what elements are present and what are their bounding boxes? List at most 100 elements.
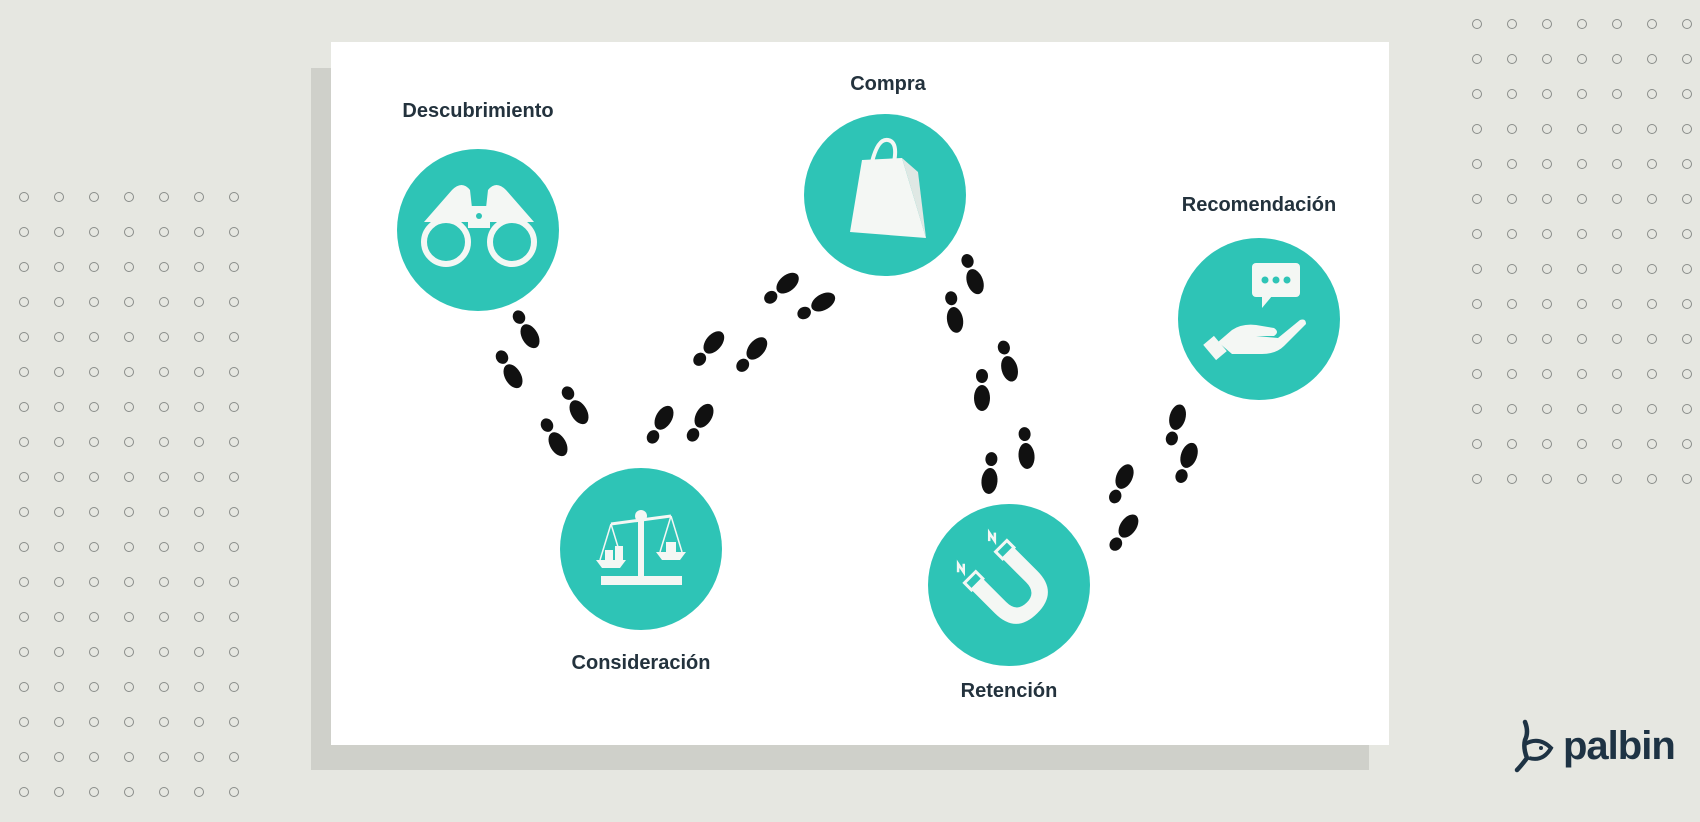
decorative-dot [1647, 369, 1657, 379]
decorative-dot [19, 612, 29, 622]
decorative-dot [54, 752, 64, 762]
decorative-dot [159, 437, 169, 447]
decorative-dot [1542, 194, 1552, 204]
decorative-dot [159, 192, 169, 202]
decorative-dot [1577, 54, 1587, 64]
decorative-dot [159, 647, 169, 657]
decorative-dot [159, 752, 169, 762]
decorative-dot [1507, 369, 1517, 379]
decorative-dot [194, 402, 204, 412]
decorative-dot [194, 787, 204, 797]
footprint-icon [1109, 514, 1139, 551]
decorative-dot [229, 297, 239, 307]
decorative-dot [89, 717, 99, 727]
decorative-dot [1472, 299, 1482, 309]
footprint-icon [540, 418, 568, 457]
decorative-dot [159, 787, 169, 797]
stage-compra [804, 114, 966, 276]
decorative-dot [1507, 299, 1517, 309]
decorative-dot [1507, 474, 1517, 484]
decorative-dot [1682, 369, 1692, 379]
decorative-dot [229, 542, 239, 552]
decorative-dot [1577, 439, 1587, 449]
decorative-dot [229, 227, 239, 237]
footprint-icon [1175, 442, 1198, 483]
decorative-dot [194, 682, 204, 692]
footprint-icon [997, 340, 1018, 382]
decorative-dot [19, 682, 29, 692]
decorative-dot [1542, 334, 1552, 344]
decorative-dot [89, 262, 99, 272]
decorative-dot [54, 717, 64, 727]
footprint-icon [961, 254, 984, 295]
decorative-dot [194, 752, 204, 762]
decorative-dot [159, 717, 169, 727]
decorative-dot [1507, 264, 1517, 274]
decorative-dot [1647, 19, 1657, 29]
decorative-dot [1612, 159, 1622, 169]
balance-scale-icon [596, 510, 686, 585]
decorative-dot [1682, 439, 1692, 449]
decorative-dot [229, 577, 239, 587]
decorative-dot [1472, 369, 1482, 379]
decorative-dot [1577, 159, 1587, 169]
decorative-dot [1682, 474, 1692, 484]
decorative-dot [124, 542, 134, 552]
decorative-dot [124, 192, 134, 202]
footprint-icon [945, 291, 964, 333]
decorative-dot [1612, 89, 1622, 99]
footprint-icon [981, 452, 998, 494]
decorative-dot [159, 367, 169, 377]
footprint-icon [764, 272, 799, 304]
decorative-dot [1612, 299, 1622, 309]
decorative-dot [159, 297, 169, 307]
decorative-dot [89, 577, 99, 587]
decorative-dot [89, 192, 99, 202]
stage-label-compra: Compra [850, 73, 926, 95]
decorative-dot [124, 297, 134, 307]
decorative-dot [1542, 299, 1552, 309]
decorative-dot [1577, 19, 1587, 29]
decorative-dot [19, 577, 29, 587]
decorative-dot [1647, 194, 1657, 204]
decorative-dot [54, 787, 64, 797]
decorative-dot [1612, 264, 1622, 274]
decorative-dot [1612, 194, 1622, 204]
decorative-dot [1577, 334, 1587, 344]
decorative-dot [1682, 229, 1692, 239]
decorative-dot [1507, 89, 1517, 99]
decorative-dot [1542, 439, 1552, 449]
decorative-dot [159, 542, 169, 552]
magnet-icon [956, 528, 1048, 624]
decorative-dot [19, 262, 29, 272]
decorative-dot [1507, 229, 1517, 239]
decorative-dot [54, 402, 64, 412]
decorative-dot [19, 542, 29, 552]
decorative-dot [159, 612, 169, 622]
decorative-dot [1647, 474, 1657, 484]
decorative-dot [89, 507, 99, 517]
decorative-dot [124, 507, 134, 517]
hand-chat-icon [1203, 263, 1306, 361]
decorative-dot [1577, 124, 1587, 134]
decorative-dot [1682, 299, 1692, 309]
decorative-dot [124, 612, 134, 622]
decorative-dot [54, 367, 64, 377]
decorative-dot [194, 227, 204, 237]
decorative-dot [1472, 264, 1482, 274]
decorative-dot [89, 682, 99, 692]
decorative-dot [1682, 334, 1692, 344]
decorative-dot [1647, 334, 1657, 344]
decorative-dot [89, 472, 99, 482]
decorative-dot [1612, 439, 1622, 449]
decorative-dot [54, 612, 64, 622]
decorative-dot [1682, 89, 1692, 99]
decorative-dot [229, 787, 239, 797]
stage-recomendacion [1178, 238, 1340, 400]
decorative-dot [1612, 54, 1622, 64]
decorative-dot [1577, 229, 1587, 239]
stage-descubrimiento [397, 149, 559, 311]
decorative-dot [159, 682, 169, 692]
decorative-dot [54, 472, 64, 482]
decorative-dot [1472, 194, 1482, 204]
